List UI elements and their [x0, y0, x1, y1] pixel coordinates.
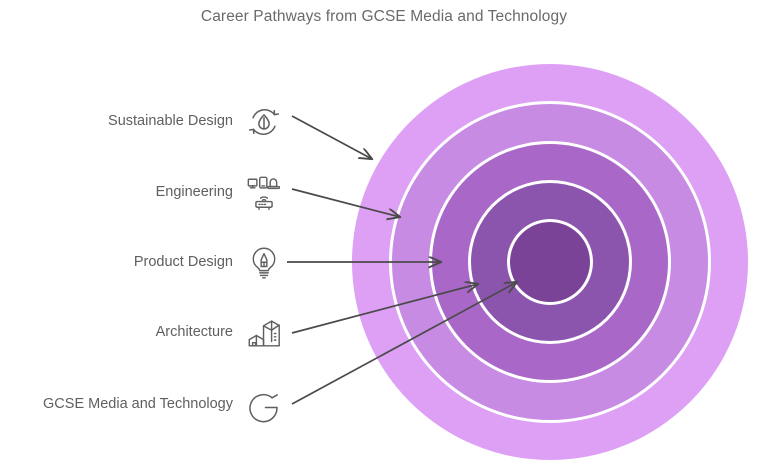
- ring-center-gcse-media-technology[interactable]: [510, 222, 590, 302]
- pathway-row-architecture[interactable]: Architecture: [0, 310, 286, 356]
- page-title: Career Pathways from GCSE Media and Tech…: [200, 8, 568, 25]
- pathway-label-sustainable-design: Sustainable Design: [108, 113, 233, 130]
- pathway-row-engineering[interactable]: Engineering: [0, 170, 286, 216]
- pathway-row-product-design[interactable]: Product Design: [0, 240, 286, 286]
- devices-router-icon: [242, 171, 286, 215]
- pathway-label-product-design: Product Design: [133, 254, 233, 271]
- pathway-row-gcse-media-technology[interactable]: GCSE Media and Technology: [0, 382, 286, 428]
- pathway-row-sustainable-design[interactable]: Sustainable Design: [0, 99, 286, 145]
- pathway-label-architecture: Architecture: [155, 324, 233, 341]
- pathway-label-gcse-media-technology: GCSE Media and Technology: [43, 396, 233, 413]
- lightbulb-pencil-icon: [242, 241, 286, 285]
- buildings-icon: [242, 311, 286, 355]
- recycle-leaf-icon: [242, 100, 286, 144]
- letter-g-icon: [242, 383, 286, 427]
- pathway-label-engineering: Engineering: [155, 184, 233, 201]
